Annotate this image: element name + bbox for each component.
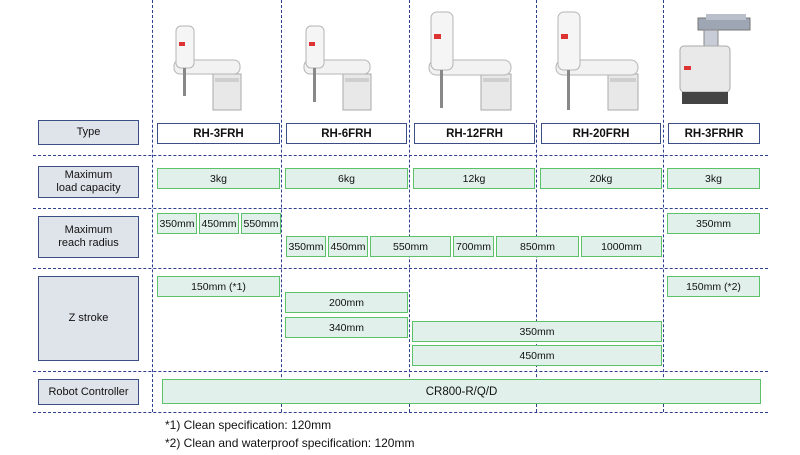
model-rh20frh: RH-20FRH [541, 123, 661, 144]
grid-line-v4 [536, 0, 537, 412]
grid-line-h3 [33, 268, 768, 269]
model-rh3frh: RH-3FRH [157, 123, 280, 144]
row-label-z-stroke: Z stroke [38, 276, 139, 361]
grid-line-h1 [33, 155, 768, 156]
load-rh3frh: 3kg [157, 168, 280, 189]
zstroke-450: 450mm [412, 345, 662, 366]
reach-350: 350mm [286, 236, 326, 257]
grid-line-v2 [281, 0, 282, 412]
row-label-type: Type [38, 120, 139, 145]
robot-rh3frh-image [173, 25, 242, 111]
load-rh6frh: 6kg [285, 168, 408, 189]
robot-rh3frhr-image [679, 14, 751, 104]
zstroke-350: 350mm [412, 321, 662, 342]
zstroke-rh3frhr: 150mm (*2) [667, 276, 760, 297]
zstroke-200: 200mm [285, 292, 408, 313]
reach-850: 850mm [496, 236, 579, 257]
grid-line-h5 [33, 412, 768, 413]
grid-line-v5 [663, 0, 664, 412]
row-label-reach-radius: Maximum reach radius [38, 216, 139, 258]
footnote-2: *2) Clean and waterproof specification: … [165, 436, 415, 450]
reach-rh3-350: 350mm [157, 213, 197, 234]
row-label-load-capacity: Maximum load capacity [38, 166, 139, 198]
grid-line-h4 [33, 371, 768, 372]
robot-rh20frh-image [555, 11, 639, 111]
load-rh3frhr: 3kg [667, 168, 760, 189]
reach-rh3-450: 450mm [199, 213, 239, 234]
reach-450: 450mm [328, 236, 368, 257]
robot-rh6frh-image [303, 25, 372, 111]
reach-1000: 1000mm [581, 236, 662, 257]
load-rh20frh: 20kg [540, 168, 662, 189]
model-rh12frh: RH-12FRH [414, 123, 535, 144]
zstroke-340: 340mm [285, 317, 408, 338]
footnote-1: *1) Clean specification: 120mm [165, 418, 332, 432]
controller-cr800: CR800-R/Q/D [162, 379, 761, 404]
zstroke-rh3frh: 150mm (*1) [157, 276, 280, 297]
grid-line-h2 [33, 208, 768, 209]
reach-550: 550mm [370, 236, 451, 257]
row-label-robot-controller: Robot Controller [38, 379, 139, 405]
reach-rh3frhr-350: 350mm [667, 213, 760, 234]
robot-rh12frh-image [428, 11, 512, 111]
grid-line-v1 [152, 0, 153, 412]
reach-700: 700mm [453, 236, 494, 257]
model-rh3frhr: RH-3FRHR [668, 123, 760, 144]
load-rh12frh: 12kg [413, 168, 535, 189]
model-rh6frh: RH-6FRH [286, 123, 407, 144]
reach-rh3-550: 550mm [241, 213, 281, 234]
grid-line-v3 [409, 0, 410, 412]
